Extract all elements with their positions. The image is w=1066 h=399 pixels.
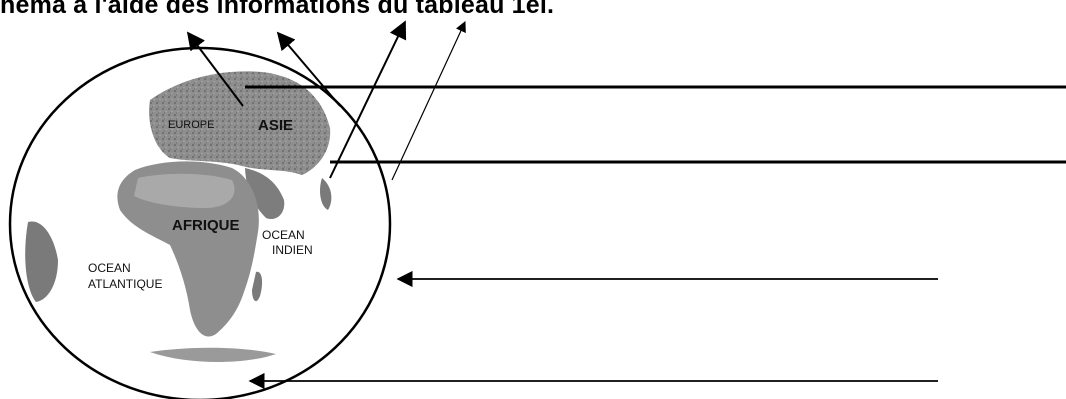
globe-label-group: EUROPE ASIE AFRIQUE OCEAN INDIEN OCEAN A… bbox=[88, 117, 313, 291]
land-south-america bbox=[25, 221, 58, 302]
land-east-edge bbox=[320, 178, 332, 210]
upward-arrows bbox=[186, 20, 466, 181]
label-africa: AFRIQUE bbox=[172, 217, 240, 234]
answer-lines bbox=[245, 85, 1066, 390]
label-europe: EUROPE bbox=[168, 119, 214, 131]
land-africa bbox=[117, 161, 259, 337]
land-arabia bbox=[245, 168, 285, 220]
land-south-rim bbox=[150, 347, 276, 362]
label-indian-ocean-2: INDIEN bbox=[272, 243, 313, 257]
arrow-up-4 bbox=[391, 21, 466, 181]
label-asia: ASIE bbox=[258, 117, 293, 134]
globe-landmasses bbox=[25, 71, 332, 362]
land-sahara bbox=[134, 173, 235, 208]
label-atlantic-ocean-2: ATLANTIQUE bbox=[88, 277, 162, 291]
land-madagascar bbox=[252, 271, 263, 302]
land-eurasia bbox=[149, 71, 331, 175]
label-indian-ocean-1: OCEAN bbox=[262, 228, 305, 242]
arrow-up-2 bbox=[276, 31, 341, 107]
label-atlantic-ocean-1: OCEAN bbox=[88, 261, 131, 275]
arrow-up-3 bbox=[329, 20, 407, 179]
instruction-title: hema à l'aide des informations du tablea… bbox=[0, 0, 555, 19]
arrow-up-1 bbox=[186, 31, 244, 107]
